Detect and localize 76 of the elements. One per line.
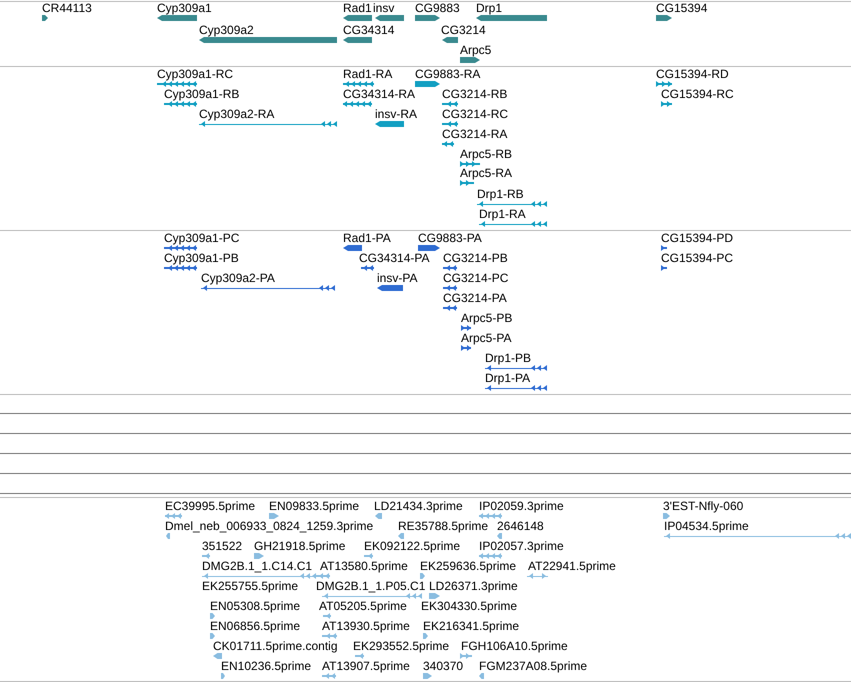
feature-label: Cyp309a1-PC	[164, 232, 240, 244]
feature-label: Dmel_neb_006933_0824_1259.3prime	[165, 520, 374, 532]
feature-label: EN06856.5prime	[210, 620, 300, 632]
feature-label: CG9883-RA	[415, 68, 480, 80]
feature-label: insv	[373, 2, 394, 14]
feature-label: RE35788.5prime	[398, 520, 488, 532]
feature-label: FGH106A10.5prime	[461, 640, 568, 652]
feature-label: Drp1-PB	[485, 352, 532, 364]
feature-label: LD21434.3prime	[374, 500, 463, 512]
feature-label: AT22941.5prime	[528, 560, 616, 572]
feature-label: CG15394-PC	[661, 252, 734, 264]
feature-label: Cyp309a2-RA	[199, 108, 274, 120]
feature-label: IP04534.5prime	[664, 520, 749, 532]
feature-label: Rad1-RA	[343, 68, 392, 80]
feature-label: EC39995.5prime	[165, 500, 256, 512]
feature-label: EK216341.5prime	[423, 620, 520, 632]
feature-label: 351522	[202, 540, 242, 552]
feature-label: EK255755.5prime	[202, 580, 298, 592]
feature-label: CG3214	[441, 24, 486, 36]
feature-label: AT13907.5prime	[322, 660, 410, 672]
feature-label: Rad1	[343, 2, 372, 14]
feature-label: IP02057.3prime	[479, 540, 564, 552]
feature-label: DMG2B.1_1.C14.C1	[202, 560, 312, 572]
feature-label: CG15394-RD	[656, 68, 729, 80]
feature-label: Drp1-PA	[485, 372, 530, 384]
feature-label: EK293552.5prime	[353, 640, 450, 652]
feature-label: CG3214-PA	[443, 292, 507, 304]
feature-label: GH21918.5prime	[254, 540, 346, 552]
feature-label: insv-PA	[377, 272, 418, 284]
feature-label: AT13580.5prime	[320, 560, 408, 572]
feature-label: CG15394-RC	[661, 88, 734, 100]
feature-label: insv-RA	[375, 108, 418, 120]
feature-label: Arpc5-RA	[460, 167, 512, 179]
feature-label: IP02059.3prime	[479, 500, 564, 512]
feature-label: Cyp309a1	[157, 2, 212, 14]
feature-label: EK259636.5prime	[420, 560, 516, 572]
feature-label: Cyp309a2-PA	[201, 272, 275, 284]
feature-label: CG34314	[343, 24, 394, 36]
feature-label: CR44113	[42, 2, 92, 14]
feature-label: AT05205.5prime	[319, 600, 407, 612]
feature-label: CG9883	[415, 2, 460, 14]
feature-label: Arpc5-PA	[461, 332, 512, 344]
feature-label: EN10236.5prime	[221, 660, 312, 672]
feature-label: CK01711.5prime.contig	[213, 640, 338, 652]
feature-label: CG34314-PA	[359, 252, 430, 264]
feature-label: CG3214-RC	[442, 108, 508, 120]
feature-label: Cyp309a2	[199, 24, 254, 36]
feature-label: CG3214-PB	[443, 252, 508, 264]
feature-label: Cyp309a1-RC	[157, 68, 234, 80]
feature-label: CG9883-PA	[418, 232, 482, 244]
feature-label: EK092122.5prime	[364, 540, 460, 552]
feature-label: CG15394-PD	[661, 232, 734, 244]
feature-label: CG15394	[656, 2, 708, 14]
feature-label: Arpc5-RB	[460, 148, 512, 160]
feature-label: AT13930.5prime	[322, 620, 410, 632]
feature-label: CG3214-RB	[442, 88, 508, 100]
feature-label: 340370	[423, 660, 464, 672]
feature-label: Rad1-PA	[343, 232, 391, 244]
feature-label: Arpc5-PB	[461, 312, 512, 324]
feature-label: 3'EST-Nfly-060	[663, 500, 744, 512]
feature-label: EK304330.5prime	[421, 600, 518, 612]
feature-label: Drp1-RB	[477, 188, 524, 200]
feature-label: CG34314-RA	[343, 88, 416, 100]
feature-label: Arpc5	[460, 44, 492, 56]
feature-label: Drp1-RA	[479, 208, 526, 220]
feature-label: Drp1	[476, 2, 502, 14]
feature-label: Cyp309a1-RB	[164, 88, 240, 100]
feature-label: CG3214-RA	[442, 128, 508, 140]
feature-label: EN09833.5prime	[269, 500, 360, 512]
feature-label: Cyp309a1-PB	[164, 252, 239, 264]
feature-label: FGM237A08.5prime	[479, 660, 588, 672]
feature-label: CG3214-PC	[443, 272, 508, 284]
feature-label: 2646148	[497, 520, 544, 532]
feature-label: DMG2B.1_1.P05.C1	[316, 580, 426, 592]
feature-label: EN05308.5prime	[210, 600, 300, 612]
feature-label: LD26371.3prime	[429, 580, 518, 592]
